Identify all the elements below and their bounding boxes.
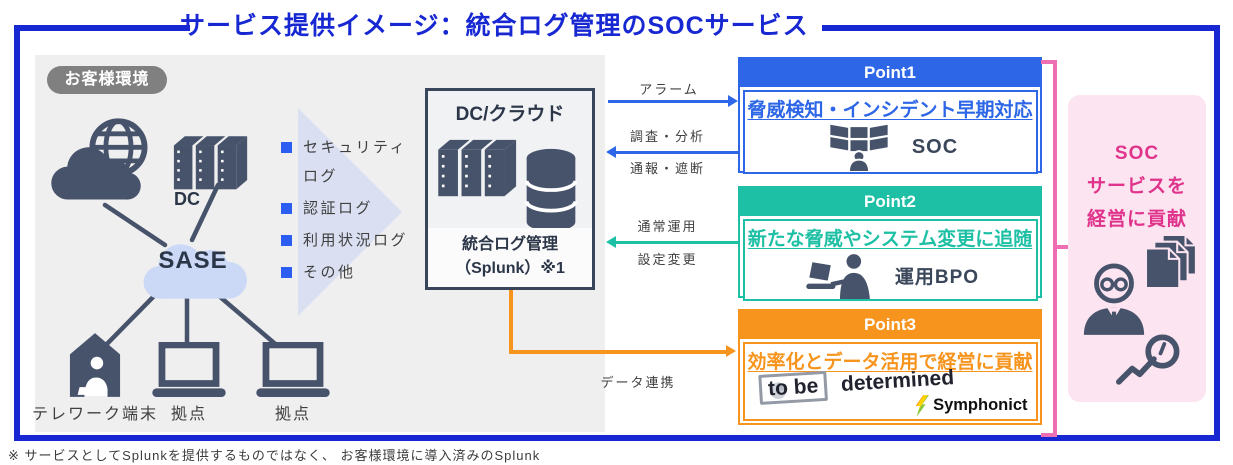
point2-header: Point2 [740, 188, 1040, 216]
branch-laptop-icon [256, 342, 330, 398]
flow-triangle-decoration [298, 108, 402, 316]
bullet-icon [281, 142, 292, 153]
point3-body: 効率化とデータ活用で経営に貢献 to be determined [742, 341, 1038, 421]
telework-house-icon [69, 333, 121, 397]
flow-label-data-link: データ連携 [600, 375, 676, 390]
pie-chart-icon [769, 382, 787, 399]
lightning-bolt-icon [915, 394, 930, 417]
list-item: セキュリティログ [281, 133, 431, 191]
sase-cloud-icon [143, 244, 247, 299]
point3-card: Point3 効率化とデータ活用で経営に貢献 to be determined [738, 309, 1042, 425]
executive-icon [1083, 263, 1145, 335]
customer-environment-panel: お客様環境 DC SASE [32, 55, 605, 432]
point3-headline: 効率化とデータ活用で経営に貢献 [747, 351, 1033, 373]
list-item: 認証ログ [281, 194, 431, 223]
analysis-arrowhead-icon [606, 146, 616, 158]
endpoint-label: テレワーク端末 [31, 406, 158, 423]
network-connection-lines [100, 182, 283, 351]
frame-top-left-segment [14, 25, 190, 31]
endpoint-label: 拠点 [170, 406, 207, 423]
bracket-vertical [1053, 60, 1057, 437]
data-link-arrowhead-icon [726, 345, 736, 357]
flow-label-alarm: アラーム [639, 82, 699, 97]
log-type: その他 [303, 264, 356, 281]
bracket-tick-top [1041, 60, 1053, 64]
ops-arrowhead-icon [606, 236, 616, 248]
bullet-icon [281, 267, 292, 278]
customer-environment-badge: お客様環境 [47, 66, 167, 94]
point1-label: SOC [911, 136, 959, 158]
alarm-arrowhead-icon [728, 95, 738, 107]
point1-header: Point1 [740, 59, 1040, 87]
caption-line1: 統合ログ管理 [461, 236, 558, 253]
point1-body: 脅威検知・インシデント早期対応 SOC [742, 89, 1038, 174]
alarm-arrow-line [608, 100, 730, 103]
bullet-icon [281, 203, 292, 214]
list-item: その他 [281, 258, 431, 287]
flow-label-analysis: 調査・分析 [629, 129, 705, 144]
symphonict-logo: Symphonict [914, 394, 1028, 417]
point2-label: 運用BPO [894, 267, 980, 288]
point2-card: Point2 新たな脅威やシステム変更に追随 運用BPO [738, 186, 1042, 301]
soc-operator-icon [830, 124, 888, 172]
dc-cloud-box: DC/クラウド 統合ログ管理 [425, 88, 595, 290]
frame-top-right-segment [822, 25, 1220, 31]
log-type: 認証ログ [303, 200, 374, 217]
dc-server-rack-icon [173, 136, 248, 190]
endpoint-label: 拠点 [274, 406, 311, 423]
log-type: セキュリティログ [303, 139, 408, 185]
page-title: サービス提供イメージ：統合ログ管理のSOCサービス [180, 12, 809, 40]
splunk-server-rack-icon [438, 139, 517, 197]
flow-label-block: 通報・遮断 [629, 161, 705, 176]
point2-body: 新たな脅威やシステム変更に追随 運用BPO [742, 218, 1038, 301]
benefit-text: SOC サービスを 経営に貢献 [1086, 143, 1187, 230]
analysis-arrow-line [616, 151, 738, 154]
magnifier-trend-icon [1116, 334, 1180, 385]
documents-icon [1146, 233, 1197, 290]
point1-card: Point1 脅威検知・インシデント早期対応 SOC [738, 57, 1042, 174]
bracket-tick-bottom [1041, 433, 1053, 437]
point1-headline: 脅威検知・インシデント早期対応 [747, 99, 1033, 121]
bpo-operator-icon [806, 253, 870, 299]
branch-laptop-icon [152, 342, 226, 398]
dc-cloud-title: DC/クラウド [455, 104, 565, 125]
placeholder-box: to be [757, 370, 828, 405]
list-item: 利用状況ログ [281, 226, 431, 255]
data-link-line-vertical [509, 290, 513, 352]
ops-arrow-line [616, 241, 738, 244]
data-link-line-horizontal [509, 350, 728, 354]
dc-label: DC [174, 189, 200, 209]
integrated-log-caption: 統合ログ管理 （Splunk）※1 [428, 228, 592, 287]
database-icon [525, 148, 577, 232]
log-type-list: セキュリティログ 認証ログ 利用状況ログ その他 [281, 133, 431, 287]
bracket-tick-middle [1057, 245, 1069, 249]
internet-cloud-icon [51, 118, 148, 200]
footnote: ※ サービスとしてSplunkを提供するものではなく、 お客様環境に導入済みのS… [8, 448, 541, 463]
outer-frame [14, 25, 1220, 441]
point2-headline: 新たな脅威やシステム変更に追随 [747, 228, 1033, 250]
log-type: 利用状況ログ [303, 232, 409, 249]
sase-label: SASE [158, 247, 228, 274]
bullet-icon [281, 235, 292, 246]
flow-label-config-change: 設定変更 [637, 252, 698, 267]
placeholder-image: to be determined [757, 363, 955, 405]
point3-header: Point3 [740, 311, 1040, 339]
caption-line2: （Splunk）※1 [455, 260, 565, 277]
flow-label-normal-ops: 通常運用 [637, 219, 698, 234]
